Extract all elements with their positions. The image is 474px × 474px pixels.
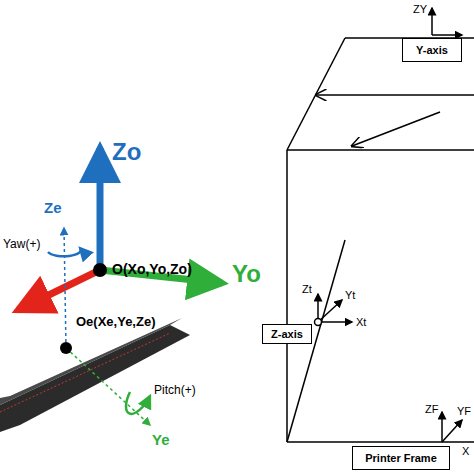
printer-frame-lines xyxy=(287,8,474,442)
axis-label: Zt xyxy=(302,284,312,295)
axis-box: Y-axis xyxy=(402,38,462,62)
axis-label: Yo xyxy=(232,262,261,286)
axis-box: Z-axis xyxy=(262,324,312,344)
element-origin-dot xyxy=(60,342,72,354)
axis-label: Oe(Xe,Ye,Ze) xyxy=(76,315,155,328)
axis-label: ZY xyxy=(413,4,427,15)
zo-axis xyxy=(97,148,104,270)
axis-label: Pitch(+) xyxy=(154,384,196,396)
box-label: Printer Frame xyxy=(365,452,437,464)
z-axis-joint xyxy=(315,319,322,326)
axis-label: Xt xyxy=(356,317,366,328)
origin-dot xyxy=(93,263,107,277)
box-label: Z-axis xyxy=(271,328,303,340)
axis-label: O(Xo,Yo,Zo) xyxy=(112,262,192,276)
ye-axis xyxy=(66,348,150,425)
axis-box: Printer Frame xyxy=(352,446,450,470)
ze-axis xyxy=(64,228,66,348)
axis-label: ZF xyxy=(425,404,438,415)
rail xyxy=(0,325,190,432)
axis-label: Yaw(+) xyxy=(3,238,40,250)
yaw-arrow xyxy=(48,248,81,256)
axis-label: Yt xyxy=(345,290,355,301)
xo-axis xyxy=(18,270,100,310)
rail-centerline xyxy=(0,333,170,412)
axis-label: Zo xyxy=(112,140,141,164)
axis-label: X xyxy=(462,446,469,457)
box-label: Y-axis xyxy=(416,44,448,56)
axis-label: Ze xyxy=(44,200,62,215)
pitch-arrow xyxy=(126,392,150,414)
axis-label: Ye xyxy=(152,432,170,447)
axis-label: YF xyxy=(457,406,471,417)
